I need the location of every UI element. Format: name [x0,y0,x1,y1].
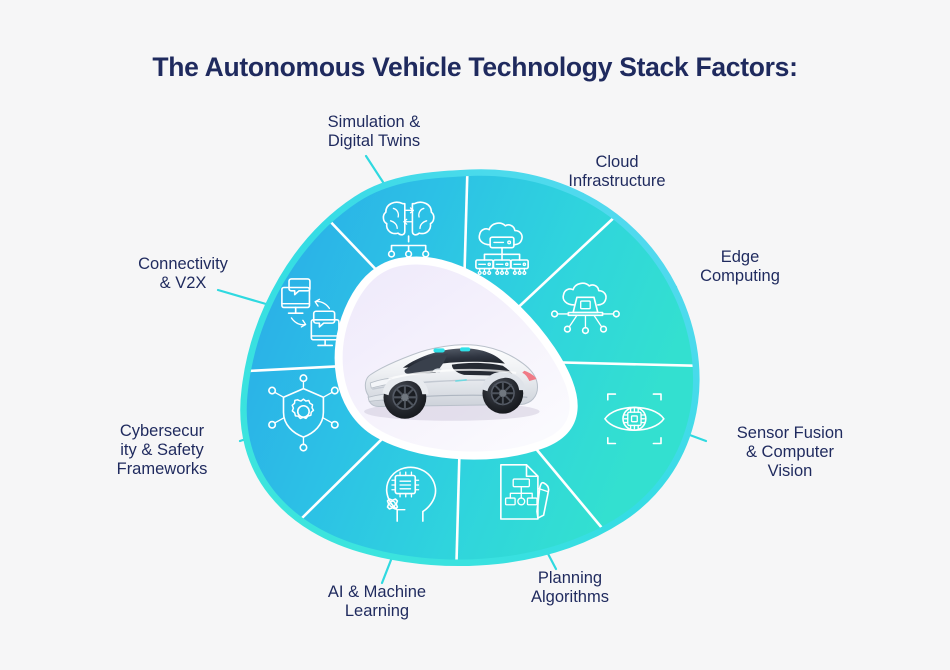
vehicle-rear-arch [481,371,526,392]
label-planning-algorithms: Planning Algorithms [531,569,609,607]
vehicle-taillight [522,370,537,381]
document-flowchart-pen-icon [500,464,550,520]
vehicle-front-wheel [383,375,427,419]
cloud-laptop-nodes-icon [550,282,620,335]
vehicle-door-handle [455,379,467,382]
eye-chip-focus-icon [604,393,665,445]
page-title: The Autonomous Vehicle Technology Stack … [152,52,798,82]
label-ai-machine-learning: AI & Machine Learning [327,583,427,621]
vehicle-rear-wheel [482,372,524,414]
brain-digital-twin-icon [382,201,435,258]
label-cybersecurity-safety-frameworks: Cybersecur ity & Safety Frameworks [116,422,208,479]
roof-sensor-pods [433,347,471,353]
shield-gear-nodes-icon [268,374,339,452]
label-simulation-digital-twins: Simulation & Digital Twins [327,113,421,151]
connector-connectivity [216,288,268,306]
cloud-server-network-icon [475,222,529,276]
autonomous-vehicle [364,344,540,421]
head-chip-gear-icon [385,466,437,522]
vehicle-highlight [388,368,517,380]
vehicle-front-arch [382,374,429,396]
label-connectivity-v2x: Connectivity & V2X [138,255,228,293]
label-cloud-infrastructure: Cloud Infrastructure [568,153,666,191]
label-edge-computing: Edge Computing [700,248,780,286]
label-sensor-fusion-computer-vision: Sensor Fusion & Computer Vision [736,424,844,481]
two-monitors-exchange-icon [281,278,340,347]
